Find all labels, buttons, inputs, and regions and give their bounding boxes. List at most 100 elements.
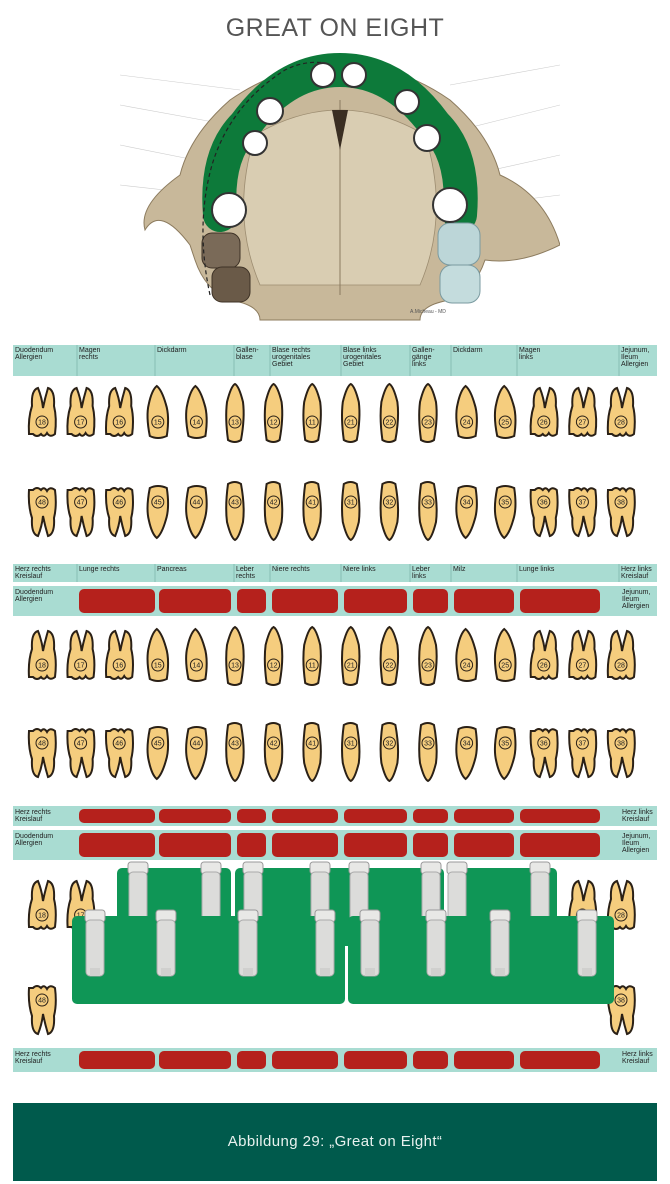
tooth-number-badge xyxy=(461,416,473,428)
tooth-shape xyxy=(569,388,596,436)
tooth-shape xyxy=(495,629,516,681)
tooth-number-badge xyxy=(306,416,318,428)
lower-organ-header-cell: Lunge links xyxy=(519,566,555,573)
tooth-shape xyxy=(186,386,207,438)
tooth-number: 17 xyxy=(77,913,85,920)
tooth-number: 27 xyxy=(579,913,587,920)
tooth-number: 45 xyxy=(154,500,162,507)
tooth-number: 48 xyxy=(38,998,46,1005)
tooth-shape xyxy=(67,388,94,436)
tooth-shape xyxy=(67,729,94,777)
implant-body xyxy=(427,920,445,976)
tooth-number-badge xyxy=(538,659,550,671)
implant-tip xyxy=(206,916,216,924)
tooth-number-badge xyxy=(499,416,511,428)
implant-body xyxy=(244,872,262,924)
tooth-number: 24 xyxy=(463,420,471,427)
tooth-number: 26 xyxy=(540,420,548,427)
tooth-shape xyxy=(29,986,56,1034)
organ-red-bar xyxy=(454,809,514,823)
tooth-22 xyxy=(381,384,398,442)
diagram-title: GREAT ON EIGHT xyxy=(0,14,670,43)
tooth-41 xyxy=(303,723,320,781)
implant-head xyxy=(349,862,369,874)
tooth-number: 18 xyxy=(38,420,46,427)
organ-red-bar xyxy=(344,833,407,857)
tooth-number-badge xyxy=(268,416,280,428)
tooth-34 xyxy=(456,486,477,538)
tooth-32 xyxy=(381,482,398,540)
implant-head xyxy=(243,862,263,874)
tooth-shape xyxy=(569,488,596,536)
tooth-number: 31 xyxy=(347,741,355,748)
tooth-number: 13 xyxy=(231,663,239,670)
tooth-shape xyxy=(608,488,635,536)
tooth-44 xyxy=(186,486,207,538)
tooth-number-badge xyxy=(538,416,550,428)
tooth-number-badge xyxy=(615,737,627,749)
implant-bridge xyxy=(72,916,345,1004)
tooth-number-badge xyxy=(306,496,318,508)
tooth-number: 33 xyxy=(424,500,432,507)
tooth-shape xyxy=(531,388,558,436)
organ-red-bar xyxy=(520,809,600,823)
organ-bar-row-bg xyxy=(13,1048,657,1072)
implant-head xyxy=(238,910,258,922)
figure-caption: Abbildung 29: „Great on Eight“ xyxy=(13,1103,657,1181)
tooth-shape xyxy=(531,631,558,679)
tooth-number: 23 xyxy=(424,663,432,670)
implant-tip xyxy=(452,916,462,924)
implant-head xyxy=(426,910,446,922)
tooth-number-badge xyxy=(615,496,627,508)
implant-head xyxy=(421,862,441,874)
tooth-48 xyxy=(29,986,56,1034)
organ-red-bar xyxy=(272,809,338,823)
implant-abutment xyxy=(490,910,510,976)
tooth-number: 36 xyxy=(540,500,548,507)
organ-red-bar xyxy=(272,1051,338,1069)
tooth-number-badge xyxy=(345,496,357,508)
tooth-number: 43 xyxy=(231,741,239,748)
tooth-23 xyxy=(419,384,436,442)
tooth-number-badge xyxy=(306,737,318,749)
tooth-shape xyxy=(531,729,558,777)
tooth-shape xyxy=(226,384,243,442)
tooth-36 xyxy=(531,729,558,777)
tooth-number: 33 xyxy=(424,741,432,748)
maxilla-illustration: A.Micheau - MD xyxy=(120,45,560,335)
lower-organ-header-bg xyxy=(13,564,657,582)
tooth-number-badge xyxy=(190,496,202,508)
organ-red-bar xyxy=(344,1051,407,1069)
tooth-27 xyxy=(569,881,596,929)
tooth-number: 38 xyxy=(617,500,625,507)
implant-tip xyxy=(315,916,325,924)
implant-head xyxy=(156,910,176,922)
tooth-number: 17 xyxy=(77,663,85,670)
tooth-21 xyxy=(342,627,359,685)
tooth-38 xyxy=(608,488,635,536)
organ-red-bar xyxy=(159,809,231,823)
tooth-number: 37 xyxy=(579,741,587,748)
tooth-shape xyxy=(226,627,243,685)
tooth-35 xyxy=(495,486,516,538)
jaw-signature: A.Micheau - MD xyxy=(410,309,446,315)
tooth-shape xyxy=(303,384,320,442)
tooth-14 xyxy=(186,386,207,438)
tooth-number: 35 xyxy=(501,741,509,748)
implant-body xyxy=(361,920,379,976)
tooth-31 xyxy=(342,482,359,540)
tooth-number: 32 xyxy=(386,741,394,748)
tooth-34 xyxy=(456,727,477,779)
tooth-shape xyxy=(569,881,596,929)
tooth-number: 38 xyxy=(617,741,625,748)
tooth-28 xyxy=(608,631,635,679)
tooth-number-badge xyxy=(75,909,87,921)
tooth-shape xyxy=(342,482,359,540)
tooth-number-badge xyxy=(576,659,588,671)
tooth-shape xyxy=(148,386,169,438)
tooth-shape xyxy=(303,482,320,540)
